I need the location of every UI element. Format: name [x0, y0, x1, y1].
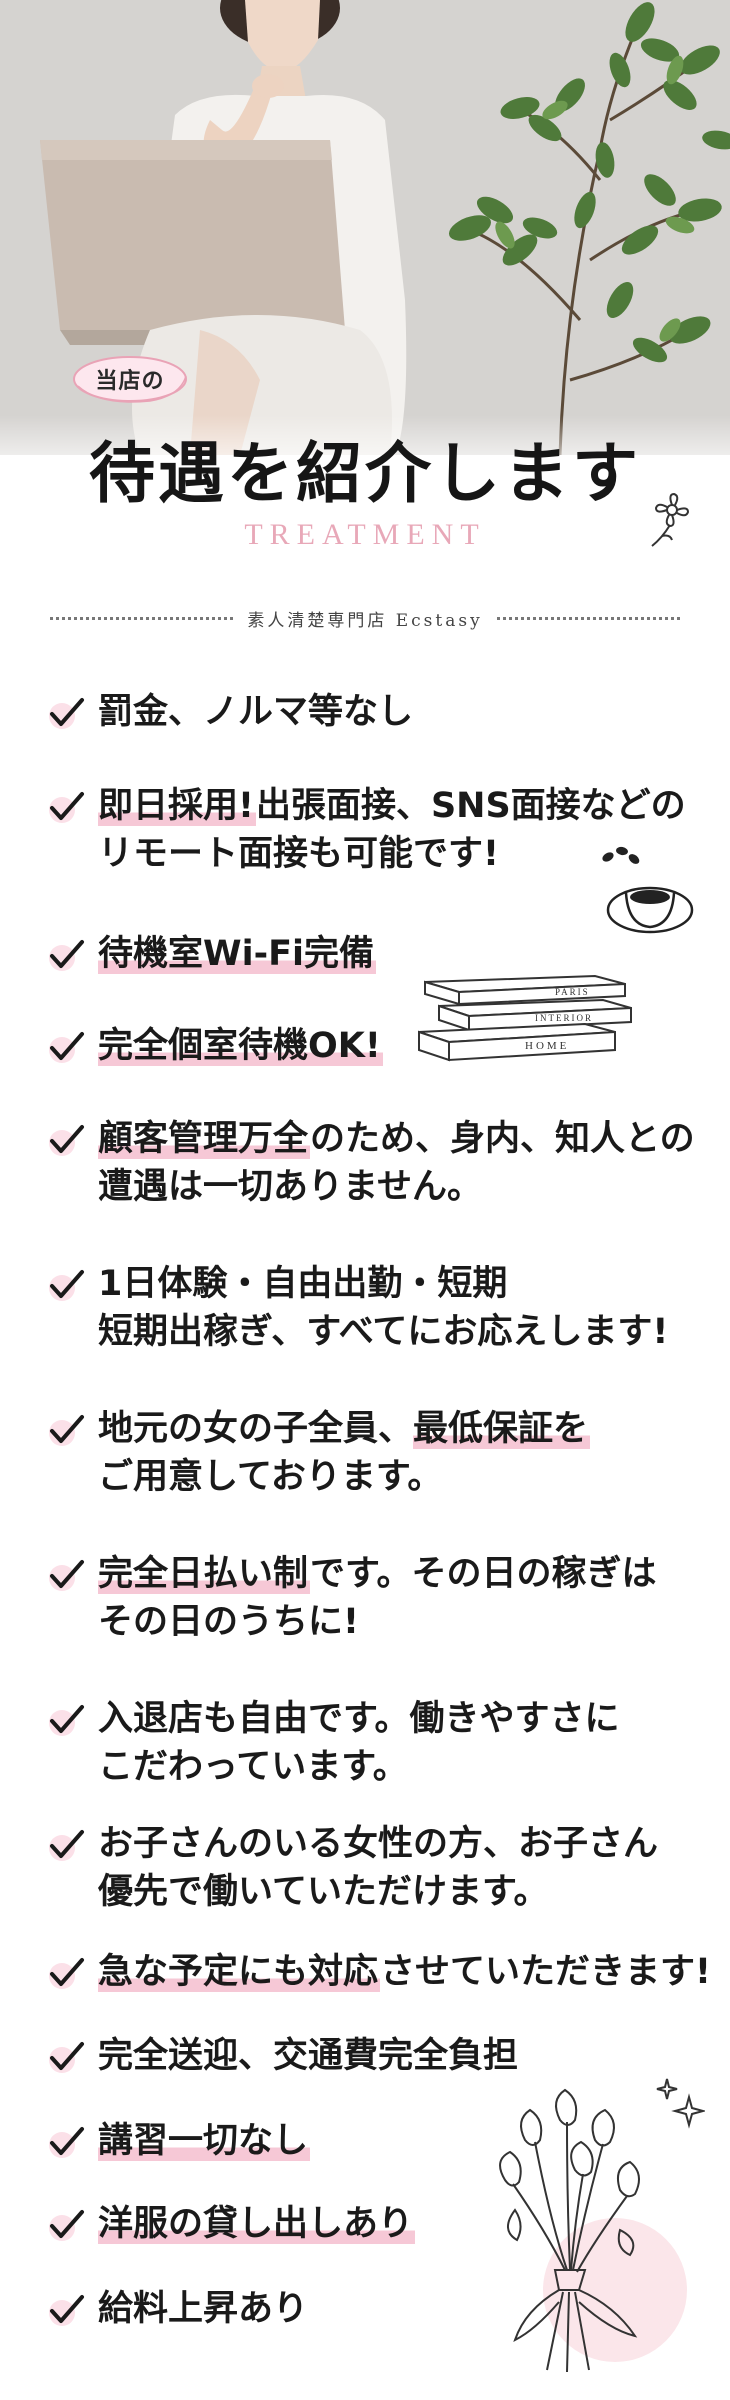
list-item-line2: 遭遇は一切ありません。: [98, 1167, 482, 1207]
list-item-text: 洋服の貸し出しあり: [98, 2200, 416, 2248]
list-item-line2: こだわっています。: [98, 1747, 408, 1787]
list-item-text-plain: です。その日の稼ぎは: [310, 1554, 657, 1594]
list-item-line1: 講習一切なし: [98, 2117, 311, 2165]
list-item-text-plain: 1日体験・自由出勤・短期: [98, 1264, 508, 1304]
check-icon: [49, 940, 84, 971]
list-item-line1: 完全個室待機OK!: [98, 1022, 383, 1070]
list-item-highlight: 即日採用!: [98, 786, 256, 826]
book-label-middle: INTERIOR: [535, 1013, 593, 1023]
page-title: 待遇を紹介します: [89, 435, 641, 512]
book-label-top: PARIS: [555, 987, 590, 997]
book-label-bottom: HOME: [525, 1040, 569, 1052]
list-item-text: 入退店も自由です。働きやすさにこだわっています。: [98, 1695, 620, 1791]
list-item-text-plain: 地元の女の子全員、: [98, 1409, 414, 1449]
badge: 当店の: [70, 352, 190, 406]
check-icon: [49, 1270, 84, 1301]
list-item-line1: 完全日払い制です。その日の稼ぎは: [98, 1550, 657, 1598]
list-item-line1: 急な予定にも対応させていただきます!: [98, 1948, 711, 1996]
list-item-text-plain: させていただきます!: [380, 1952, 711, 1992]
page-subtitle: TREATMENT: [244, 518, 486, 551]
list-item-text-plain: お子さんのいる女性の方、お子さん: [98, 1824, 659, 1864]
bouquet-icon: [499, 2088, 687, 2373]
check-icon: [49, 1830, 84, 1861]
list-item-text: 待機室Wi-Fi完備: [98, 930, 377, 978]
list-item-line1: 完全送迎、交通費完全負担: [98, 2032, 518, 2080]
list-item-text: お子さんのいる女性の方、お子さん優先で働いていただけます。: [98, 1820, 658, 1916]
list-item-line1: 1日体験・自由出勤・短期: [98, 1260, 668, 1308]
check-icon: [49, 2210, 84, 2241]
list-item-text: 1日体験・自由出勤・短期短期出稼ぎ、すべてにお応えします!: [98, 1260, 668, 1356]
check-icon: [49, 1958, 84, 1989]
books-stack-icon: PARIS INTERIOR HOME: [418, 974, 632, 1062]
check-icon: [49, 2042, 84, 2073]
list-item-line2: その日のうちに!: [98, 1602, 359, 1642]
list-item-line1: 地元の女の子全員、最低保証を: [98, 1405, 591, 1453]
list-item-text-plain: 入退店も自由です。働きやすさに: [98, 1699, 620, 1739]
shop-name: 素人清楚専門店 Ecstasy: [247, 611, 483, 631]
list-item-text: 罰金、ノルマ等なし: [98, 688, 413, 736]
list-item-line1: 罰金、ノルマ等なし: [98, 688, 413, 736]
list-item-text: 完全個室待機OK!: [98, 1022, 383, 1070]
list-item-line1: 給料上昇あり: [98, 2285, 308, 2333]
check-icon: [49, 1705, 84, 1736]
list-item-highlight: 講習一切なし: [98, 2121, 311, 2161]
list-item-text: 完全日払い制です。その日の稼ぎはその日のうちに!: [98, 1550, 657, 1646]
list-item-text-plain: 出張面接、SNS面接などの: [255, 786, 686, 826]
list-item-line2: 短期出稼ぎ、すべてにお応えします!: [98, 1312, 669, 1352]
check-icon: [49, 698, 84, 729]
list-item-line2: 優先で働いていただけます。: [98, 1872, 549, 1912]
list-item-text: 顧客管理万全のため、身内、知人との遭遇は一切ありません。: [98, 1115, 695, 1211]
list-item-highlight: 最低保証を: [413, 1409, 591, 1449]
check-icon: [49, 1125, 84, 1156]
list-item-text: 地元の女の子全員、最低保証をご用意しております。: [98, 1405, 591, 1501]
list-item-line1: 入退店も自由です。働きやすさに: [98, 1695, 620, 1743]
list-item-text: 完全送迎、交通費完全負担: [98, 2032, 518, 2080]
check-icon: [49, 1560, 84, 1591]
list-item-highlight: 顧客管理万全: [98, 1119, 311, 1159]
divider: 素人清楚専門店 Ecstasy: [50, 606, 681, 631]
list-item-line1: 待機室Wi-Fi完備: [98, 930, 377, 978]
list-item-line2: ご用意しております。: [98, 1457, 443, 1497]
check-icon: [49, 2127, 84, 2158]
list-item-text: 講習一切なし: [98, 2117, 311, 2165]
list-item-line1: お子さんのいる女性の方、お子さん: [98, 1820, 658, 1868]
list-item-line2: リモート面接も可能です!: [98, 834, 499, 874]
list-item-highlight: 洋服の貸し出しあり: [98, 2204, 416, 2244]
divider-dots-left: [50, 617, 234, 620]
hero-fade: [0, 415, 730, 455]
list-item-text-plain: 完全送迎、交通費完全負担: [98, 2036, 519, 2076]
list-item-text: 急な予定にも対応させていただきます!: [98, 1948, 711, 1996]
list-item-highlight: 急な予定にも対応: [98, 1952, 381, 1992]
check-icon: [49, 1032, 84, 1063]
list-item-text-plain: 給料上昇あり: [98, 2289, 309, 2329]
list-item-highlight: 完全日払い制: [98, 1554, 311, 1594]
list-item-highlight: 完全個室待機OK!: [98, 1026, 383, 1066]
hero-image: [0, 0, 730, 455]
list-item-text: 即日採用!出張面接、SNS面接などのリモート面接も可能です!: [98, 782, 686, 878]
list-item-text-plain: 罰金、ノルマ等なし: [98, 692, 414, 732]
list-item-line1: 顧客管理万全のため、身内、知人との: [98, 1115, 695, 1163]
coffee-cup-icon: [602, 846, 694, 934]
list-item-text: 給料上昇あり: [98, 2285, 308, 2333]
check-icon: [49, 792, 84, 823]
list-item-highlight: 待機室Wi-Fi完備: [98, 934, 377, 974]
check-icon: [49, 2295, 84, 2326]
badge-label: 当店の: [95, 369, 165, 394]
check-icon: [49, 1415, 84, 1446]
list-item-line1: 即日採用!出張面接、SNS面接などの: [98, 782, 686, 830]
sparkle-icon: [656, 2078, 705, 2129]
flower-icon: [651, 492, 690, 547]
list-item-text-plain: のため、身内、知人との: [310, 1119, 695, 1159]
list-item-line1: 洋服の貸し出しあり: [98, 2200, 416, 2248]
divider-dots-right: [496, 617, 681, 620]
badge-circle-icon: [73, 356, 187, 403]
